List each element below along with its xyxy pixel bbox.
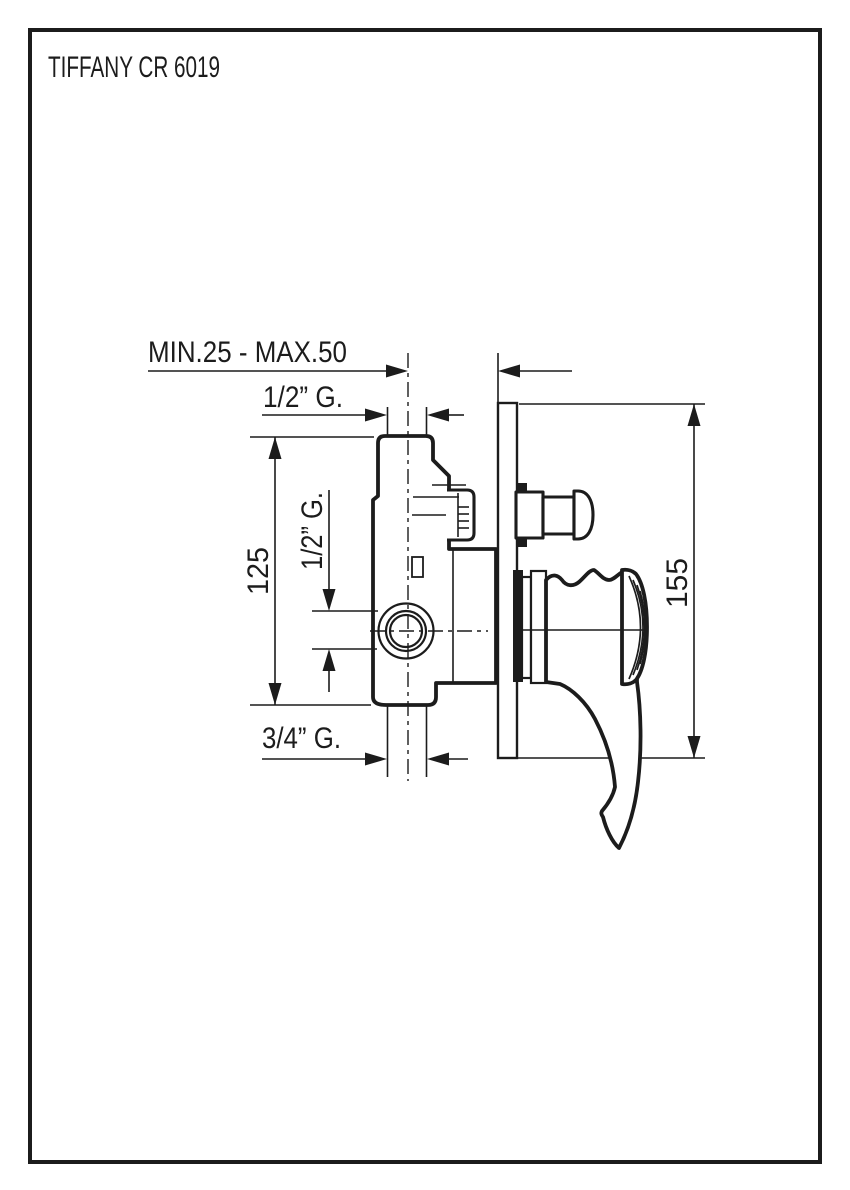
knob-hatch-line [632, 579, 644, 676]
dimension-label: 155 [661, 558, 694, 608]
dimension-plate-height: 155 [661, 404, 701, 758]
dimension-arrow-down [268, 683, 282, 705]
dimension-arrow-up [322, 649, 336, 671]
dimension-arrow-down [687, 736, 701, 758]
valve-body [371, 434, 498, 707]
dimension-side-connection: 1/2” G. [296, 490, 378, 692]
dimension-arrow-right [365, 752, 387, 766]
upper-mounting-nub [516, 483, 527, 493]
dimension-bottom-connection: 3/4” G. [262, 722, 468, 766]
knob-hatch-lines [628, 575, 646, 680]
escutcheon-outer-ring [520, 575, 533, 680]
drawing-title: TIFFANY CR 6019 [48, 51, 220, 84]
escutcheon-inner-ring [529, 569, 548, 685]
diverter-knob [514, 489, 595, 541]
dimension-label: 125 [242, 547, 275, 595]
lever-arm [544, 568, 643, 850]
wall-plate [496, 401, 527, 760]
dimension-arrow-up [268, 437, 282, 459]
dimension-arrow-left [427, 752, 449, 766]
lever-retainer-bar [513, 570, 523, 682]
dimension-arrow-left [498, 364, 520, 378]
dimension-label: 3/4” G. [262, 722, 341, 755]
dimension-label: MIN.25 - MAX.50 [148, 336, 347, 369]
diverter-collar [514, 490, 545, 540]
dimension-arrow-up [687, 404, 701, 426]
extension-lines-under [497, 353, 705, 759]
dimension-arrow-right [365, 408, 387, 422]
dimension-arrow-left [427, 408, 449, 422]
lever-handle [520, 567, 649, 850]
side-port-middle-circle [384, 609, 428, 653]
centerlines [370, 353, 646, 781]
valve-body-outline [371, 434, 498, 707]
diverter-cap [572, 489, 595, 541]
thread-marks [457, 493, 469, 537]
inspection-window [411, 556, 424, 578]
diverter-stem [541, 495, 576, 536]
dimension-arrow-down [322, 589, 336, 611]
dimension-body-height: 125 [242, 436, 374, 706]
dimension-top-connection: 1/2” G. [262, 381, 464, 422]
dimension-label: 1/2” G. [263, 381, 343, 414]
page-border [28, 28, 822, 1164]
pipe-connections [386, 407, 428, 777]
lower-mounting-nub [516, 537, 527, 547]
dimension-depth-range: MIN.25 - MAX.50 [148, 336, 572, 378]
dimension-label: 1/2” G. [296, 492, 329, 570]
knob-hatch-line [628, 575, 642, 680]
knob-hatch-line [639, 590, 646, 665]
dimension-arrow-right [386, 364, 408, 378]
